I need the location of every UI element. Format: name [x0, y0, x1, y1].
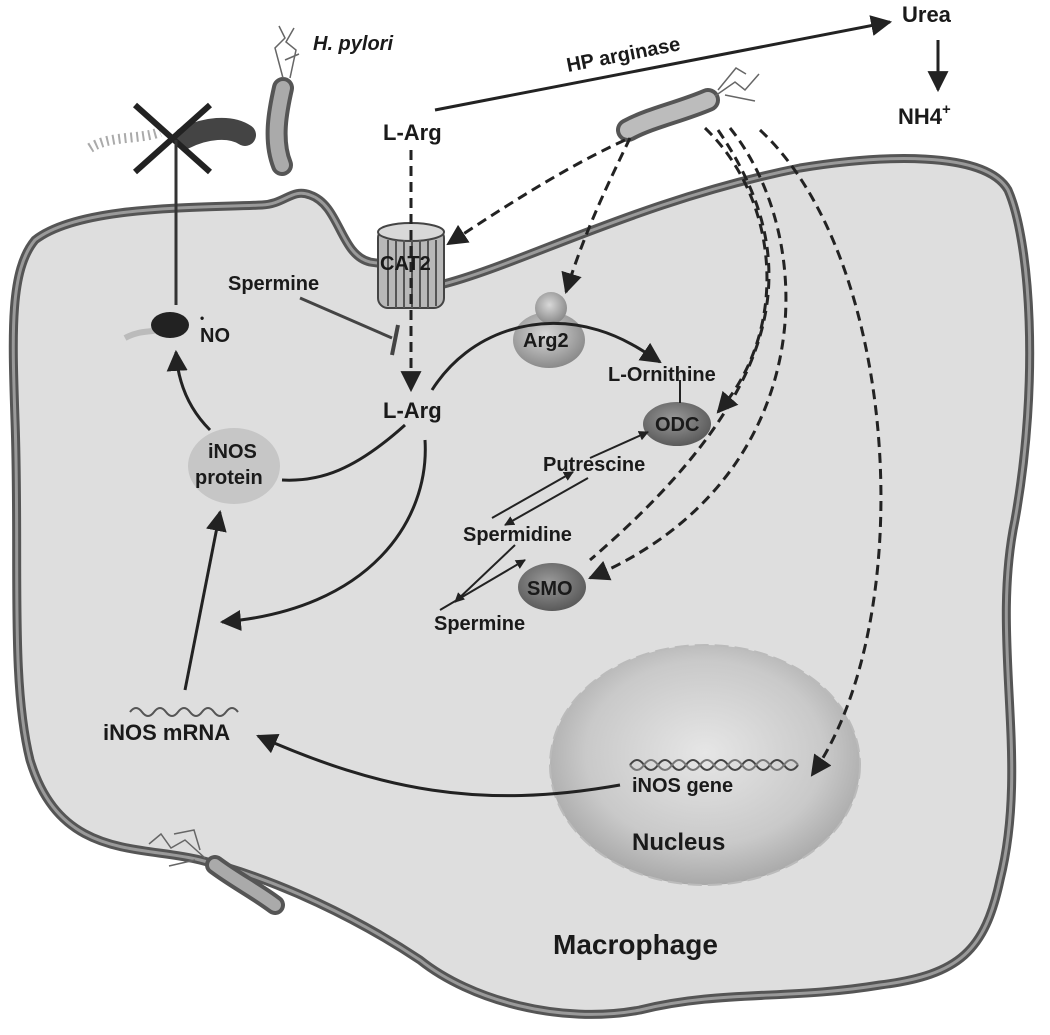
- gene-to-mrna-arrow: [256, 734, 621, 798]
- hp-arginase-arrow: [434, 15, 893, 112]
- inos-protein-blob: [188, 428, 280, 504]
- larg-to-ornithine-arrow: [430, 321, 662, 391]
- inos-mrna-label: iNOS mRNA: [103, 720, 230, 745]
- inos-protein-label-line1: iNOS: [208, 441, 257, 463]
- hpylori-bacterium-right: [616, 67, 760, 142]
- mrna-to-protein-arrow: [183, 509, 227, 691]
- inos-protein-to-no-arrow: [166, 349, 212, 432]
- inos-mrna-wave-icon: [129, 707, 239, 717]
- nucleus-label: Nucleus: [632, 829, 725, 856]
- inos-gene-label: iNOS gene: [632, 775, 733, 797]
- putrescine-label: Putrescine: [543, 454, 645, 476]
- arg2-label: Arg2: [523, 330, 569, 352]
- urea-label: Urea: [902, 2, 952, 27]
- hpylori-bacterium-bottom: [148, 829, 285, 915]
- killed-bacterium-crossed: [87, 102, 256, 305]
- spermine-inhibitor-label: Spermine: [228, 273, 319, 295]
- spermidine-label: Spermidine: [463, 524, 572, 546]
- larg-inside-label: L-Arg: [383, 398, 442, 423]
- odc-enzyme: [643, 402, 711, 446]
- inos-protein-label-line2: protein: [195, 467, 263, 489]
- odc-label: ODC: [655, 414, 699, 436]
- smo-enzyme: [518, 563, 586, 611]
- nh4-label: NH4+: [898, 101, 951, 129]
- hpylori-bacterium-top: [265, 25, 300, 176]
- bacteria-to-cat2-arrow: [446, 138, 626, 246]
- bacteria-to-odc-arrow: [703, 126, 769, 414]
- lornithine-label: L-Ornithine: [608, 364, 716, 386]
- larg-to-inos-protein-arrow: [281, 423, 407, 482]
- spermine-cycle-label: Spermine: [434, 613, 525, 635]
- hp-arginase-label: HP arginase: [565, 33, 682, 77]
- larg-outside-label: L-Arg: [383, 120, 442, 145]
- smo-label: SMO: [527, 578, 573, 600]
- nucleus: [550, 645, 860, 885]
- no-label: NO: [200, 325, 230, 347]
- spermine-inhibition: [299, 296, 400, 356]
- bacteria-to-smo-arrow: [588, 127, 788, 581]
- bacteria-to-arg2-arrow: [561, 137, 632, 295]
- larg-branch-arrow: [219, 439, 427, 631]
- macrophage-label: Macrophage: [553, 929, 718, 960]
- hpylori-label: H. pylori: [313, 33, 393, 55]
- bacteria-to-inos-gene-arrow: [758, 128, 883, 777]
- no-radical-dot: •: [200, 311, 204, 325]
- no-molecule-icon: [123, 312, 189, 341]
- cat2-label: CAT2: [380, 253, 431, 275]
